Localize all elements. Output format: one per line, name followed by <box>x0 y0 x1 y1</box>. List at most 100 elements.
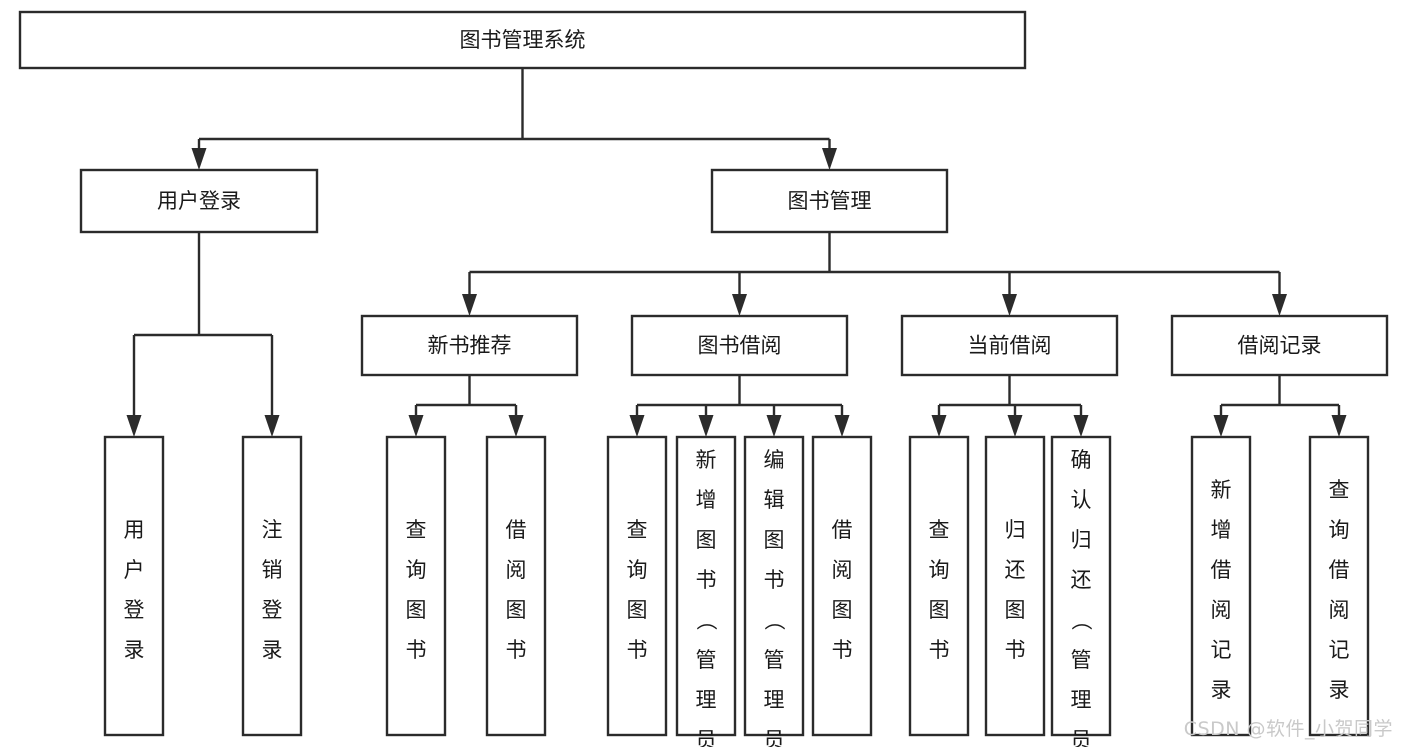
node-label-char: 管 <box>696 648 717 672</box>
node-label-char: 询 <box>1329 518 1350 542</box>
node-label-char: 用 <box>124 518 145 542</box>
node-box <box>606 435 668 737</box>
node-box <box>675 435 737 737</box>
node-box <box>630 314 849 377</box>
node-label-char: 询 <box>406 558 427 582</box>
node-label-char: 员 <box>1071 728 1092 747</box>
level3-node-新书推荐[interactable]: 新书推荐 <box>360 314 579 377</box>
arrow-head-icon <box>1007 415 1023 437</box>
node-layer: 图书管理系统用户登录图书管理新书推荐图书借阅当前借阅借阅记录用户登录注销登录查询… <box>18 10 1389 747</box>
node-label-char: 书 <box>832 638 853 662</box>
node-label-char: （ <box>694 610 718 631</box>
level3-node-借阅记录[interactable]: 借阅记录 <box>1170 314 1389 377</box>
arrow-head-icon <box>931 415 947 437</box>
node-label-char: 图 <box>696 528 717 552</box>
node-box <box>485 435 547 737</box>
node-label-char: 户 <box>124 558 145 582</box>
node-label-char: 员 <box>764 728 785 747</box>
node-box <box>1050 435 1112 737</box>
arrow-head-icon <box>264 415 280 437</box>
node-label: 图书管理系统 <box>460 28 586 52</box>
node-label-char: 归 <box>1005 518 1026 542</box>
node-box <box>811 435 873 737</box>
node-label-char: 登 <box>262 598 283 622</box>
node-label-char: 编 <box>764 448 785 472</box>
node-label-char: 图 <box>1005 598 1026 622</box>
node-label-char: 还 <box>1071 568 1092 592</box>
node-label-char: 阅 <box>1329 598 1350 622</box>
node-box <box>900 314 1119 377</box>
node-label-char: 书 <box>627 638 648 662</box>
connector-layer <box>126 68 1347 437</box>
root-node-图书管理系统[interactable]: 图书管理系统 <box>18 10 1027 70</box>
node-label: 用户登录 <box>157 189 241 213</box>
level3-node-图书借阅[interactable]: 图书借阅 <box>630 314 849 377</box>
node-label-char: 确 <box>1071 448 1092 472</box>
node-box <box>1170 314 1389 377</box>
node-label-char: 登 <box>124 598 145 622</box>
node-box <box>79 168 319 234</box>
node-label-char: 阅 <box>506 558 527 582</box>
node-label-char: 书 <box>929 638 950 662</box>
node-label-char: 理 <box>764 688 785 712</box>
arrow-head-icon <box>1073 415 1089 437</box>
node-box <box>710 168 949 234</box>
arrow-head-icon <box>629 415 645 437</box>
node-label-char: 借 <box>832 518 853 542</box>
node-label: 借阅记录 <box>1238 334 1322 358</box>
node-label-char: 销 <box>262 558 283 582</box>
node-label-char: 查 <box>406 518 427 542</box>
arrow-head-icon <box>1331 415 1347 437</box>
node-label-char: 图 <box>406 598 427 622</box>
node-label-char: 借 <box>1329 558 1350 582</box>
node-label-char: 记 <box>1211 638 1232 662</box>
arrow-head-icon <box>508 415 524 437</box>
node-label-char: （ <box>762 610 786 631</box>
arrow-head-icon <box>1002 294 1017 316</box>
node-label-char: 增 <box>696 488 717 512</box>
node-label-char: 图 <box>506 598 527 622</box>
node-label-char: 辑 <box>764 488 785 512</box>
leaf-node-用户登录[interactable]: 用户登录 <box>103 435 165 737</box>
arrow-head-icon <box>698 415 714 437</box>
node-box <box>1190 435 1252 737</box>
node-box <box>18 10 1027 70</box>
node-label-char: 书 <box>406 638 427 662</box>
node-label-char: 书 <box>1005 638 1026 662</box>
node-label-char: 书 <box>764 568 785 592</box>
node-label-char: 查 <box>1329 478 1350 502</box>
node-label-char: 借 <box>1211 558 1232 582</box>
level2-node-图书管理[interactable]: 图书管理 <box>710 168 949 234</box>
node-label-char: 查 <box>929 518 950 542</box>
arrow-head-icon <box>126 415 142 437</box>
node-box <box>984 435 1046 737</box>
arrow-head-icon <box>1213 415 1229 437</box>
node-label-char: 管 <box>1071 648 1092 672</box>
level2-node-用户登录[interactable]: 用户登录 <box>79 168 319 234</box>
node-label-char: 图 <box>929 598 950 622</box>
node-box <box>743 435 805 737</box>
node-label-char: （ <box>1069 610 1093 631</box>
node-label-char: 理 <box>1071 688 1092 712</box>
node-box <box>360 314 579 377</box>
arrow-head-icon <box>766 415 782 437</box>
arrow-head-icon <box>191 148 207 170</box>
node-label-char: 管 <box>764 648 785 672</box>
node-label-char: 归 <box>1071 528 1092 552</box>
node-box <box>1308 435 1370 737</box>
level3-node-当前借阅[interactable]: 当前借阅 <box>900 314 1119 377</box>
